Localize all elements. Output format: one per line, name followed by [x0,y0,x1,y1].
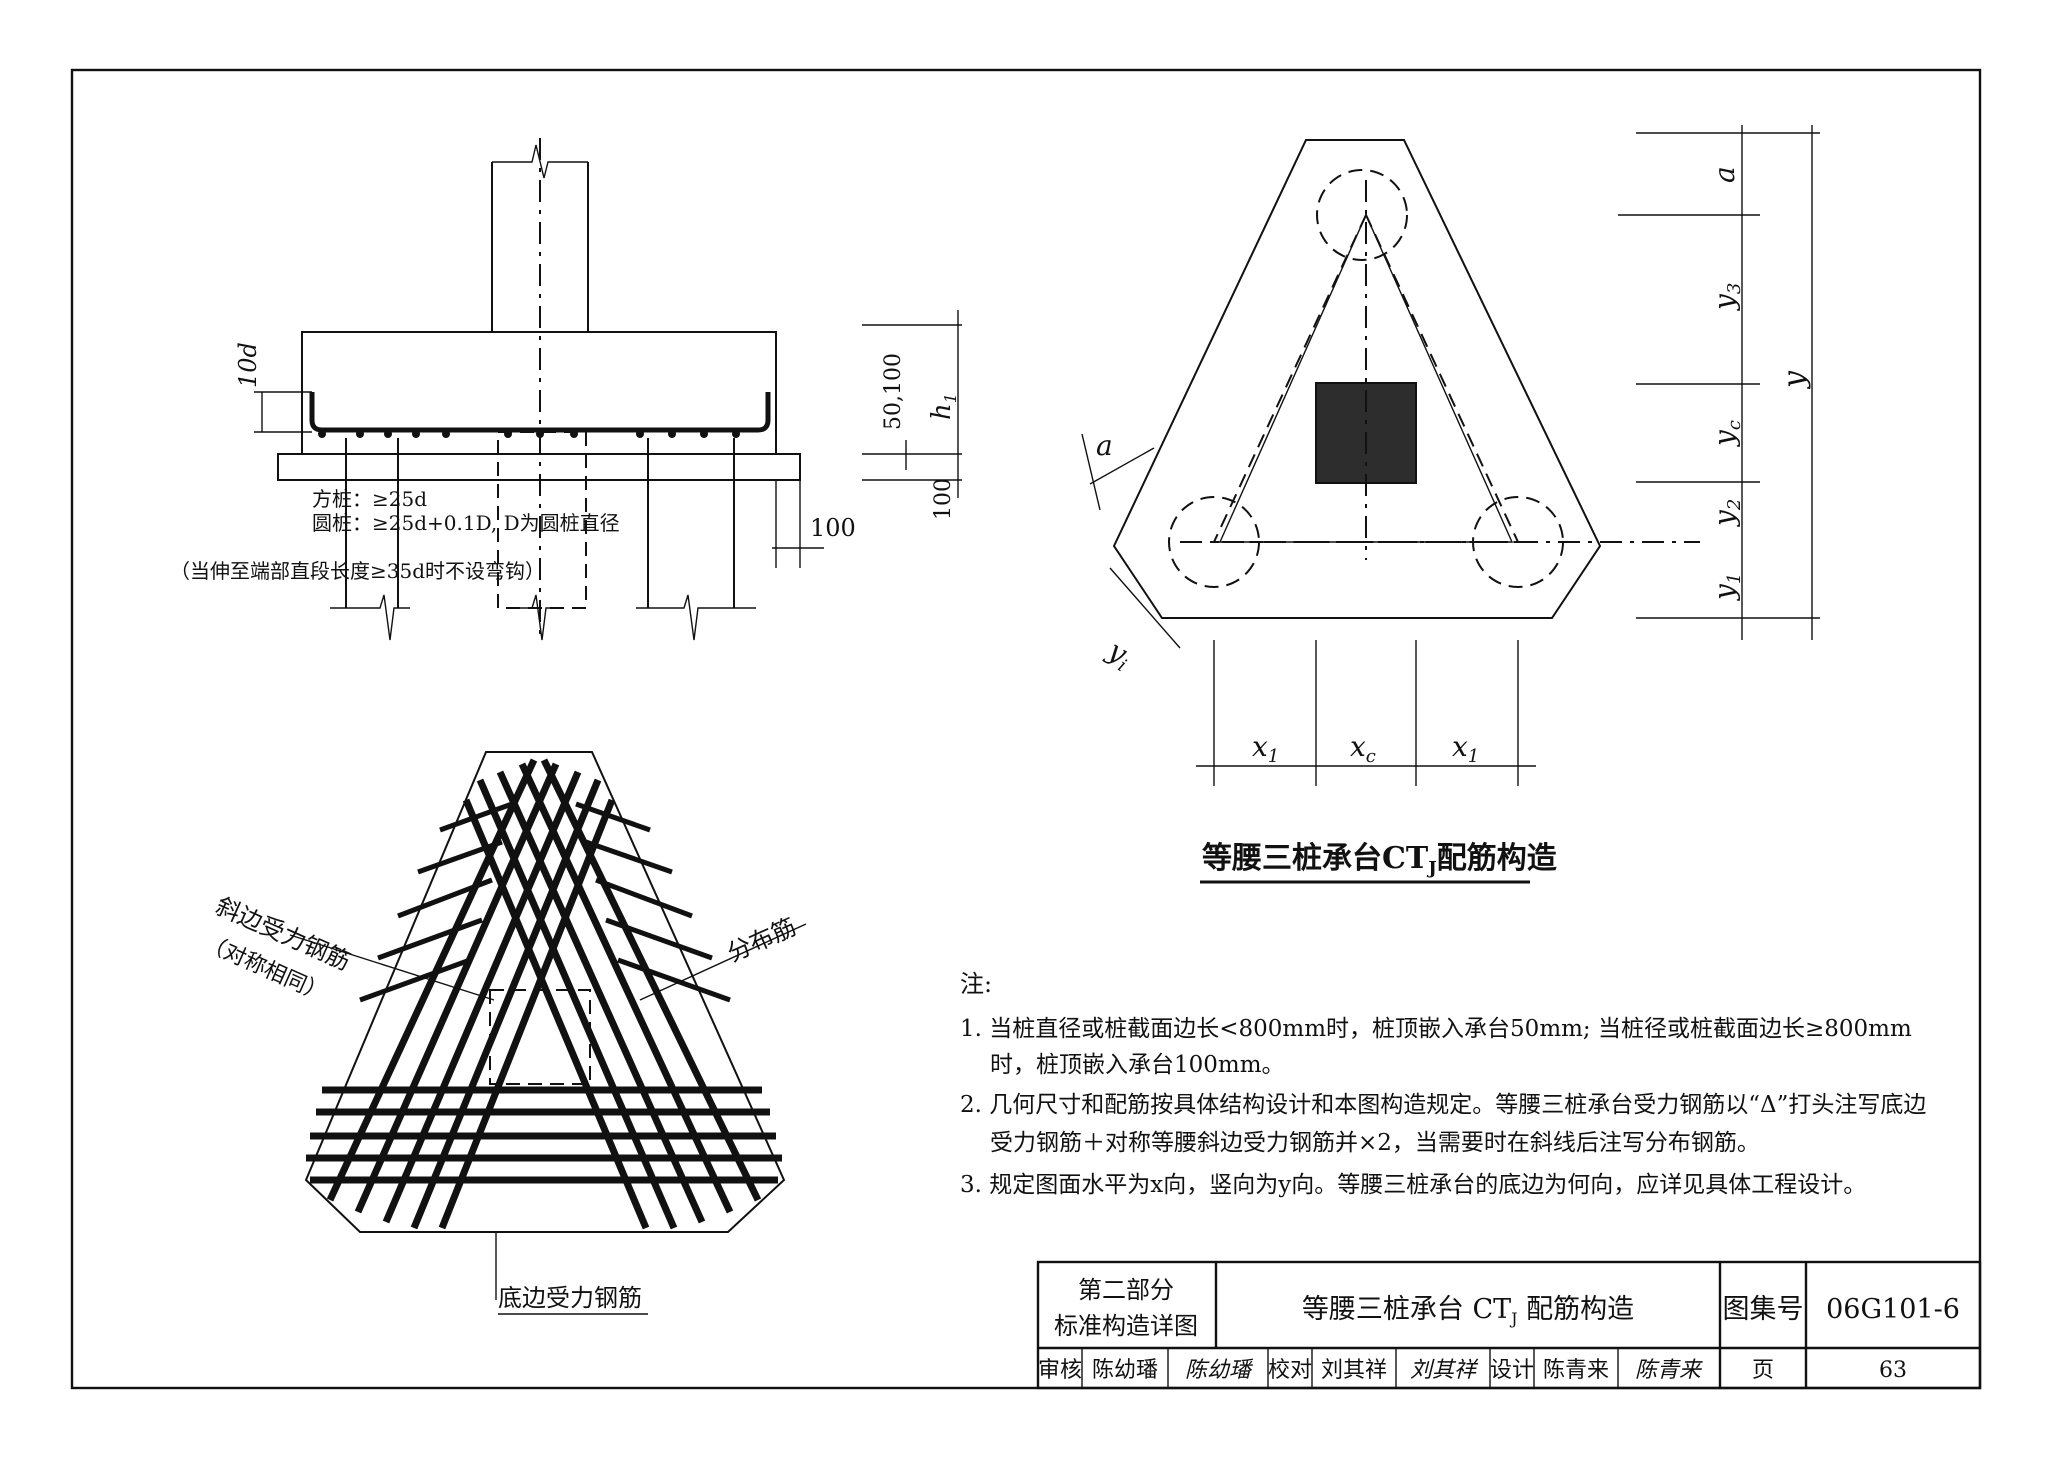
design-signature: 陈青来 [1635,1358,1703,1383]
label-distribution-bar: 分布筋 [723,913,800,968]
design-name: 陈青来 [1543,1358,1609,1383]
label-100-right: 100 [810,514,856,542]
note-2-line-1: 2. 几何尺寸和配筋按具体结构设计和本图构造规定。等腰三桩承台受力钢筋以“Δ”打… [960,1092,1926,1118]
note-square-pile: 方桩：≥25d [312,487,427,511]
label-yi: yi [1099,632,1138,676]
section-view: 10d 50,100 h1 100 100 方桩：≥25d 圆桩：≥25d+0.… [170,138,962,641]
check-label: 校对 [1268,1358,1312,1383]
pile-top [1316,169,1408,261]
note-1-line-2: 时，桩顶嵌入承台100mm。 [990,1052,1285,1078]
review-signature: 陈幼璠 [1185,1358,1254,1383]
notes: 注: 1. 当桩直径或桩截面边长<800mm时，桩顶嵌入承台50mm; 当桩径或… [960,970,1926,1198]
label-y1: y1 [1708,573,1745,602]
note-1-line-1: 1. 当桩直径或桩截面边长<800mm时，桩顶嵌入承台50mm; 当桩径或桩截面… [960,1016,1912,1042]
plan-view: a y3 y yc y2 y1 a yi x1 xc x1 等腰三桩承台CTJ配… [1081,125,1820,884]
label-100-vertical: 100 [931,478,956,520]
note-hook: （当伸至端部直段长度≥35d时不设弯钩） [170,559,545,583]
label-a-top: a [1708,166,1741,183]
note-3: 3. 规定图面水平为x向，竖向为y向。等腰三桩承台的底边为何向，应详见具体工程设… [960,1172,1866,1198]
atlas-number: 06G101-6 [1826,1294,1960,1325]
label-y3: y3 [1708,283,1745,312]
sheet-frame [70,68,1982,1390]
check-name: 刘其祥 [1321,1358,1387,1383]
part-line-2: 标准构造详图 [1054,1312,1198,1340]
column-break-symbol [492,144,588,179]
note-2-line-2: 受力钢筋＋对称等腰斜边受力钢筋并×2，当需要时在斜线后注写分布钢筋。 [990,1130,1760,1156]
page-number: 63 [1879,1358,1907,1383]
label-x1-left: x1 [1252,730,1279,767]
label-10d: 10d [234,342,262,388]
review-name: 陈幼璠 [1092,1358,1158,1383]
hyp-bars-right [462,758,762,1230]
notes-heading: 注: [960,970,992,998]
label-y-total: y [1777,370,1812,390]
note-round-pile: 圆桩：≥25d+0.1D, D为圆桩直径 [312,511,620,535]
column-hidden [489,989,591,1085]
part-line-1: 第二部分 [1078,1276,1174,1304]
review-label: 审核 [1038,1358,1082,1383]
label-bottom-bar: 底边受力钢筋 [498,1284,642,1312]
label-h1: h1 [927,393,960,420]
label-x1-right: x1 [1452,730,1479,767]
bar-dots [318,430,740,438]
label-50-100: 50,100 [881,353,906,430]
drawing-title: 等腰三桩承台 CTJ 配筋构造 [1302,1294,1634,1328]
label-y2: y2 [1708,499,1745,528]
rebar-view: 斜边受力钢筋 （对称相同） 分布筋 底边受力钢筋 [200,751,807,1315]
atlas-label: 图集号 [1723,1294,1804,1325]
design-label: 设计 [1490,1358,1534,1383]
plan-title: 等腰三桩承台CTJ配筋构造 [1202,841,1557,879]
label-a-side: a [1096,429,1113,462]
distribution-bars [359,801,731,1003]
middle-pile-hidden [497,431,587,609]
check-signature: 刘其祥 [1410,1358,1479,1383]
title-block: 第二部分 标准构造详图 等腰三桩承台 CTJ 配筋构造 图集号 06G101-6… [1036,1260,1982,1390]
page-label: 页 [1752,1358,1774,1383]
label-yc: yc [1708,420,1745,448]
label-xc: xc [1350,730,1376,767]
rebar-cap-outline [304,751,786,1233]
plan-cap-outline [1112,139,1602,619]
